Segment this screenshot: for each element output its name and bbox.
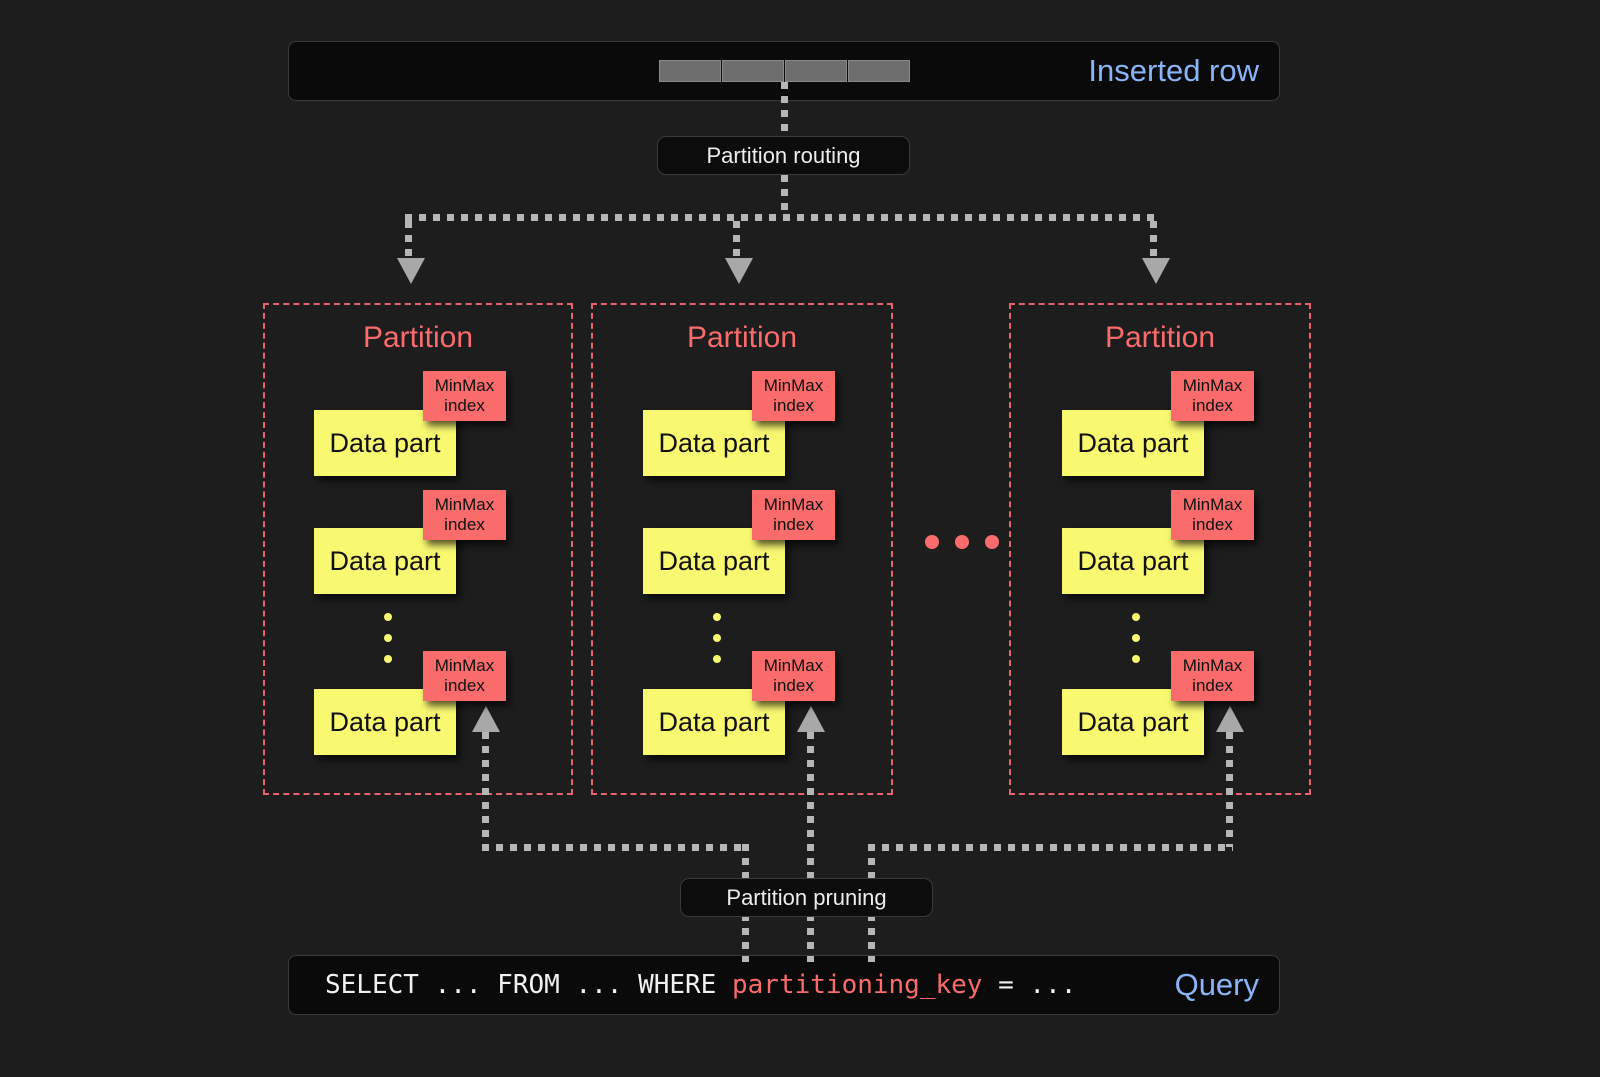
data-part: Data part — [1062, 689, 1204, 755]
row-cell — [722, 60, 784, 82]
data-part-label: Data part — [329, 706, 441, 737]
data-part-label: Data part — [658, 545, 770, 576]
connector-routing-down — [781, 175, 788, 217]
data-part-label: Data part — [658, 706, 770, 737]
data-part: Data part — [643, 410, 785, 476]
connector-pruning-bus-right — [868, 844, 1233, 851]
arrow-into-partition-1 — [397, 258, 425, 284]
data-part: Data part — [314, 410, 456, 476]
inserted-row-label: Inserted row — [1088, 53, 1259, 88]
partition-title: Partition — [1104, 321, 1216, 354]
minmax-index-box: MinMax index — [752, 490, 835, 540]
query-bar: SELECT ... FROM ... WHERE partitioning_k… — [288, 955, 1280, 1015]
partition-pruning-label: Partition pruning — [726, 884, 887, 910]
minmax-index-label: MinMax index — [434, 495, 495, 534]
vertical-ellipsis — [713, 613, 721, 676]
minmax-index-label: MinMax index — [763, 656, 824, 695]
row-cell — [659, 60, 721, 82]
query-label: Query — [1174, 967, 1259, 1002]
minmax-index-box: MinMax index — [752, 651, 835, 701]
arrow-into-partition-2-bottom — [797, 706, 825, 732]
partition-ellipsis — [925, 535, 999, 549]
arrow-into-partition-1-bottom — [472, 706, 500, 732]
minmax-index-box: MinMax index — [1171, 651, 1254, 701]
query-partitioning-key: partitioning_key — [732, 970, 983, 1000]
connector-routing-to-partition-3 — [1150, 221, 1157, 263]
partition-3: Partition — [1009, 303, 1311, 795]
connector-routing-to-partition-2 — [733, 221, 740, 263]
connector-pruning-bus-left — [482, 844, 748, 851]
data-part: Data part — [1062, 410, 1204, 476]
partition-1: Partition — [263, 303, 573, 795]
minmax-index-label: MinMax index — [1182, 376, 1243, 415]
connector-row-to-routing — [781, 82, 788, 136]
arrow-into-partition-2 — [725, 258, 753, 284]
data-part-label: Data part — [1077, 706, 1189, 737]
minmax-index-label: MinMax index — [763, 495, 824, 534]
data-part-label: Data part — [1077, 427, 1189, 458]
arrow-into-partition-3-bottom — [1216, 706, 1244, 732]
minmax-index-box: MinMax index — [423, 371, 506, 421]
partition-title: Partition — [686, 321, 798, 354]
minmax-index-label: MinMax index — [1182, 656, 1243, 695]
minmax-index-label: MinMax index — [1182, 495, 1243, 534]
partition-title: Partition — [362, 321, 474, 354]
connector-routing-bus — [405, 214, 1157, 221]
data-part-label: Data part — [329, 545, 441, 576]
minmax-index-box: MinMax index — [1171, 371, 1254, 421]
minmax-index-label: MinMax index — [763, 376, 824, 415]
partition-routing-label: Partition routing — [706, 142, 861, 168]
data-part: Data part — [314, 689, 456, 755]
arrow-into-partition-3 — [1142, 258, 1170, 284]
query-sql-suffix: = ... — [982, 970, 1077, 1000]
partition-pruning-box: Partition pruning — [680, 878, 933, 917]
connector-pruning-to-partition-3 — [1226, 732, 1233, 847]
minmax-index-box: MinMax index — [752, 371, 835, 421]
connector-pruning-to-partition-1 — [482, 732, 489, 847]
partition-2: Partition — [591, 303, 893, 795]
minmax-index-label: MinMax index — [434, 656, 495, 695]
minmax-index-box: MinMax index — [423, 651, 506, 701]
data-part-label: Data part — [329, 427, 441, 458]
minmax-index-label: MinMax index — [434, 376, 495, 415]
vertical-ellipsis — [1132, 613, 1140, 676]
minmax-index-box: MinMax index — [1171, 490, 1254, 540]
minmax-index-box: MinMax index — [423, 490, 506, 540]
data-part: Data part — [314, 528, 456, 594]
connector-routing-to-partition-1 — [405, 221, 412, 263]
vertical-ellipsis — [384, 613, 392, 676]
query-sql-prefix: SELECT ... FROM ... WHERE — [325, 970, 732, 1000]
connector-pruning-to-partition-2 — [807, 732, 814, 962]
partition-routing-box: Partition routing — [657, 136, 910, 175]
row-cell — [785, 60, 847, 82]
row-cell — [848, 60, 910, 82]
data-part-label: Data part — [658, 427, 770, 458]
inserted-row-cells — [659, 60, 910, 82]
query-sql-text: SELECT ... FROM ... WHERE partitioning_k… — [325, 970, 1076, 1000]
data-part-label: Data part — [1077, 545, 1189, 576]
